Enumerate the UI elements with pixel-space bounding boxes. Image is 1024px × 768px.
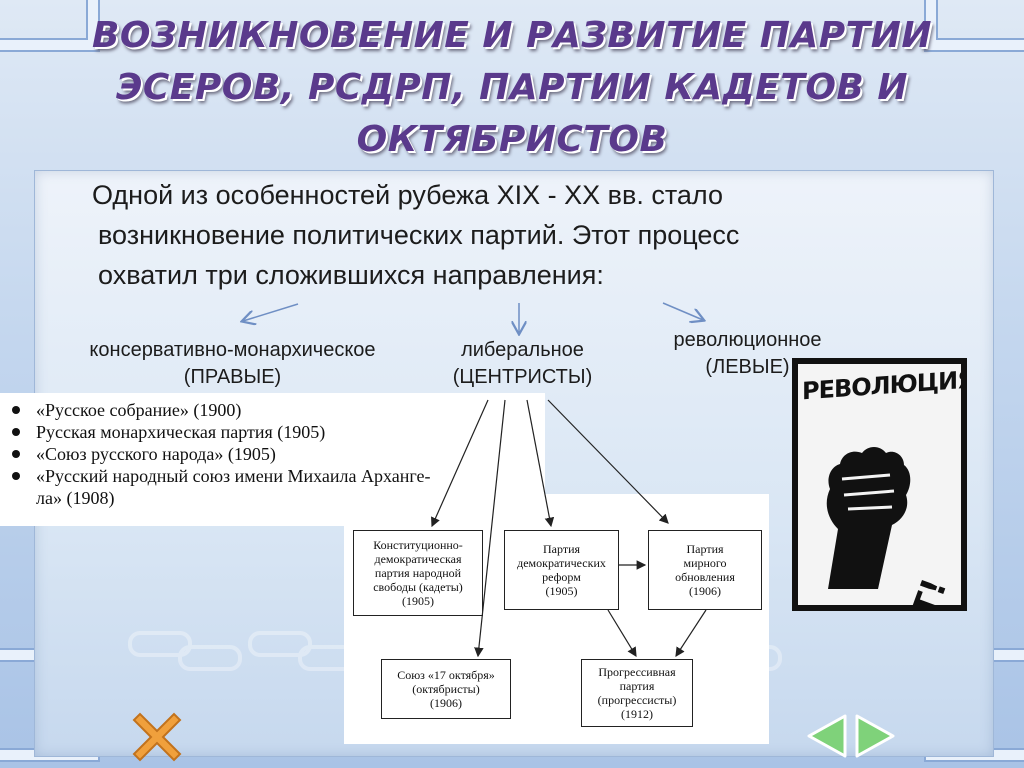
intro-text: Одной из особенностей рубежа XIX - XX вв… [92,175,872,295]
kadets-line-4: свободы (кадеты) [373,580,463,594]
list-item: «Союз русского народа» (1905) [8,443,545,465]
peaceful-renewal-line-4: (1906) [689,584,721,598]
title-line-1: ВОЗНИКНОВЕНИЕ И РАЗВИТИЕ ПАРТИИ [91,15,932,56]
progressives-line-2: партия [619,679,655,693]
progressives-line-3: (прогрессисты) [597,693,677,707]
poster-inner: РЕВОЛЮЦИЯ БУДЕТ! [798,364,961,605]
progressives-line-1: Прогрессивная [598,665,676,679]
liberal-parties-diagram: Конституционно- демократическая партия н… [344,494,769,744]
revolution-poster: РЕВОЛЮЦИЯ БУДЕТ! [792,358,967,611]
frame-corner-top-left [0,0,98,50]
list-item: ла» (1908) [36,488,115,508]
list-item: «Русский народный союз имени Михаила Арх… [8,465,545,487]
intro-line-3: охватил три сложившихся направления: [98,260,604,290]
peaceful-renewal-line-1: Партия [686,542,724,556]
progressives-line-4: (1912) [620,707,653,721]
kadets-line-2: демократическая [374,552,462,566]
democratic-reforms-line-2: демократических [517,556,606,570]
octobrists-line-2: (октябристы) [412,682,480,696]
democratic-reforms-line-4: (1905) [545,584,578,598]
diagram-box-kadets: Конституционно- демократическая партия н… [353,530,483,616]
slide-title: ВОЗНИКНОВЕНИЕ И РАЗВИТИЕ ПАРТИИ ЭСЕРОВ, … [40,10,984,166]
democratic-reforms-line-1: Партия [542,542,581,556]
poster-top-text: РЕВОЛЮЦИЯ [802,365,961,406]
peaceful-renewal-line-2: мирного [683,556,727,570]
direction-liberal: либеральное (ЦЕНТРИСТЫ) [440,337,605,391]
direction-conservative-name: консервативно-монархическое [89,339,376,361]
octobrists-line-3: (1906) [430,696,462,710]
direction-conservative: консервативно-монархическое (ПРАВЫЕ) [55,337,410,391]
intro-line-1: Одной из особенностей рубежа XIX - XX вв… [92,180,723,210]
intro-line-2: возникновение политических партий. Этот … [98,220,740,250]
list-item: Русская монархическая партия (1905) [8,421,545,443]
close-icon[interactable] [126,706,188,768]
list-item: «Русское собрание» (1900) [8,399,545,421]
arrow-left-icon[interactable] [805,712,849,760]
direction-liberal-name: либеральное [461,339,584,361]
monarchist-parties-list: «Русское собрание» (1900) Русская монарх… [0,393,545,509]
diagram-box-octobrists: Союз «17 октября» (октябристы) (1906) [381,659,511,719]
democratic-reforms-line-3: реформ [542,570,581,584]
diagram-box-progressives: Прогрессивная партия (прогрессисты) (191… [581,659,693,727]
direction-revolutionary-name: революционное [673,329,822,351]
title-line-3: ОКТЯБРИСТОВ [356,119,668,160]
arrow-right-icon[interactable] [853,712,897,760]
frame-corner-top-right [926,0,1024,50]
peaceful-renewal-line-3: обновления [675,570,735,584]
direction-revolutionary: революционное (ЛЕВЫЕ) [655,327,840,381]
diagram-box-democratic-reforms: Партия демократических реформ (1905) [504,530,619,610]
direction-liberal-tag: (ЦЕНТРИСТЫ) [452,366,593,388]
title-line-2: ЭСЕРОВ, РСДРП, ПАРТИИ КАДЕТОВ И [115,67,909,108]
octobrists-line-1: Союз «17 октября» [397,668,495,682]
kadets-line-5: (1905) [402,594,434,608]
diagram-box-peaceful-renewal: Партия мирного обновления (1906) [648,530,762,610]
fist-icon [826,447,911,589]
kadets-line-3: партия народной [374,566,462,580]
direction-conservative-tag: (ПРАВЫЕ) [183,366,282,388]
kadets-line-1: Конституционно- [373,538,463,552]
direction-revolutionary-tag: (ЛЕВЫЕ) [705,356,790,378]
